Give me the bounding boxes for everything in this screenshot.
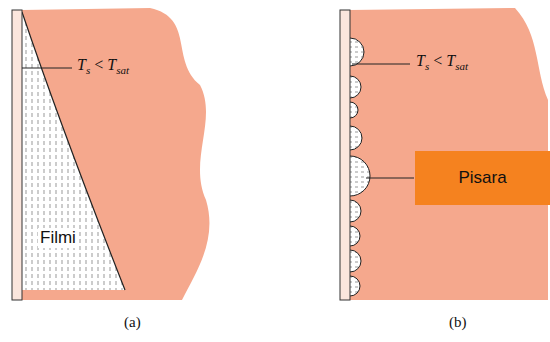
- label-part: T: [107, 56, 116, 73]
- leader-line: [366, 178, 414, 179]
- callout-box: Pisara: [415, 151, 550, 205]
- label-part: sat: [455, 60, 468, 72]
- vapor-region: [22, 8, 209, 300]
- callout-text: Pisara: [458, 168, 506, 188]
- wall: [340, 10, 350, 300]
- label-part: s: [425, 60, 429, 72]
- temperature-label: Ts<Tsat: [77, 56, 129, 76]
- leader-line: [22, 68, 72, 69]
- droplets: [350, 38, 370, 296]
- label-part: s: [86, 64, 90, 76]
- wall: [12, 10, 22, 300]
- label-part: sat: [116, 64, 129, 76]
- film-edge: [22, 12, 125, 290]
- condensate-film: [22, 12, 125, 290]
- panel-caption: (b): [449, 314, 467, 331]
- label-part: <: [429, 52, 446, 69]
- leader-line: [352, 64, 410, 65]
- temperature-label: Ts<Tsat: [416, 52, 468, 72]
- film-label: Filmi: [38, 228, 78, 248]
- label-part: <: [90, 56, 107, 73]
- label-part: T: [416, 52, 425, 69]
- label-part: T: [446, 52, 455, 69]
- label-part: T: [77, 56, 86, 73]
- panel-caption: (a): [124, 314, 141, 331]
